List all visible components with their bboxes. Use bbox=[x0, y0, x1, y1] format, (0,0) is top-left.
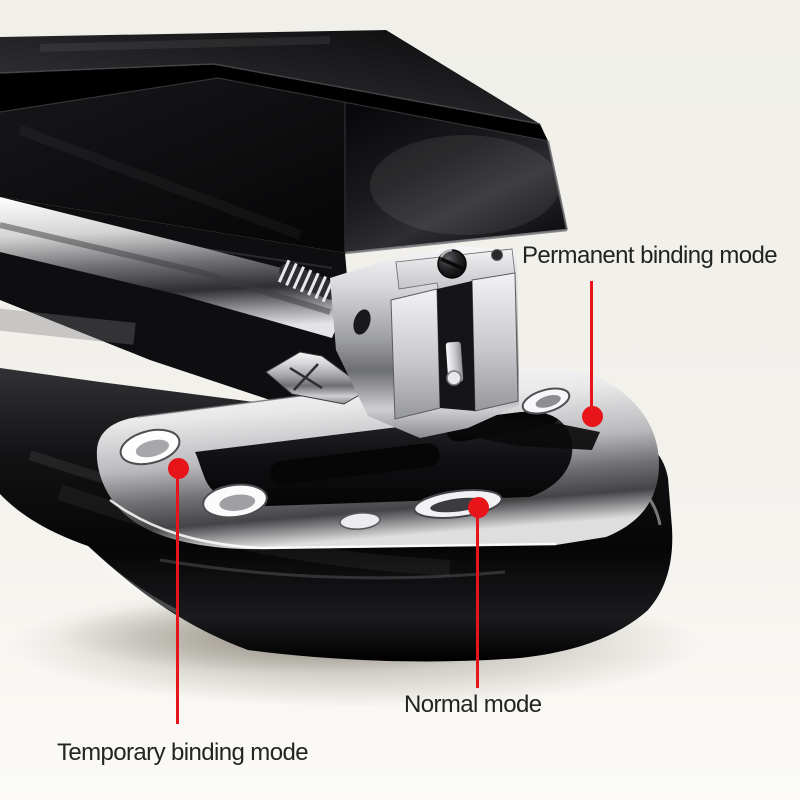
anvil-plate bbox=[96, 367, 660, 550]
magazine-rail bbox=[0, 197, 340, 338]
top-cap bbox=[0, 30, 568, 255]
pusher-mechanism bbox=[330, 246, 519, 438]
callout-line-permanent bbox=[590, 281, 593, 407]
hinge-pin bbox=[446, 370, 462, 386]
callout-line-normal bbox=[476, 517, 479, 688]
label-permanent-binding-mode: Permanent binding mode bbox=[522, 242, 778, 269]
callout-dot-permanent bbox=[582, 406, 603, 427]
label-normal-mode: Normal mode bbox=[404, 691, 542, 718]
callout-dot-temporary bbox=[168, 458, 189, 479]
callout-dot-normal bbox=[468, 497, 489, 518]
callout-line-temporary bbox=[176, 478, 179, 724]
label-temporary-binding-mode: Temporary binding mode bbox=[57, 739, 309, 766]
magazine-spring bbox=[277, 259, 340, 303]
